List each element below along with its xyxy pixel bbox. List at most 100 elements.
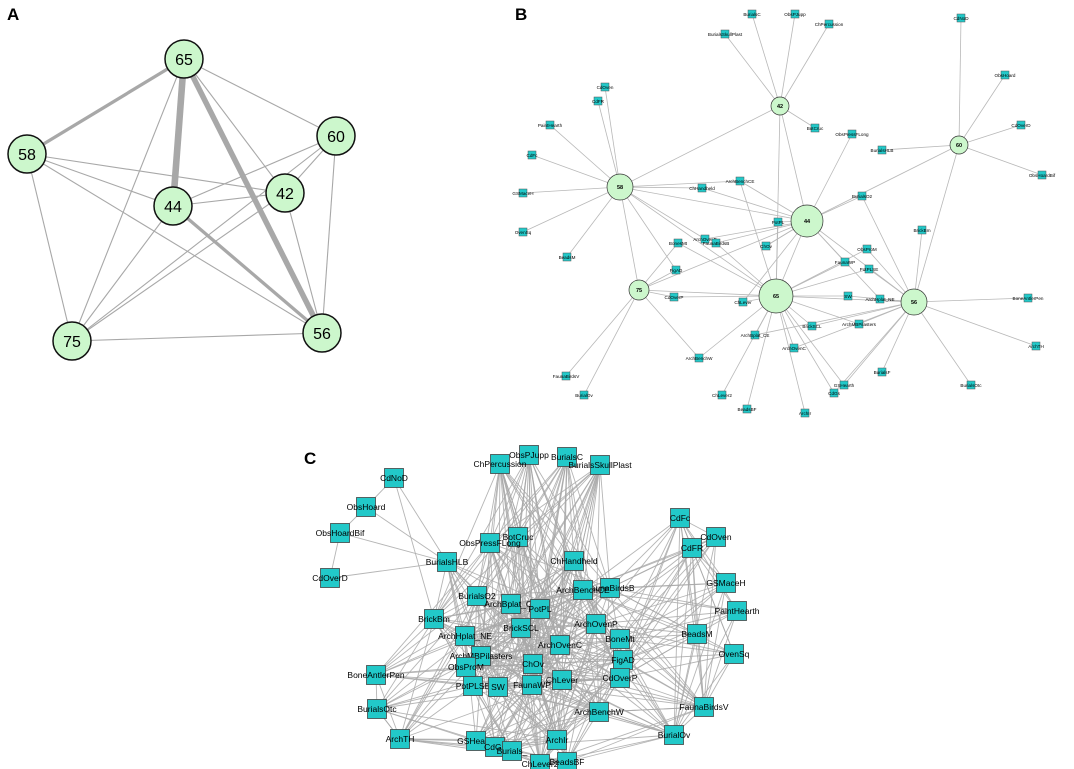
node-label: CdFR: [681, 543, 703, 553]
edge-faunabirdsb-faunabirdsv: [609, 587, 705, 708]
edge-burialov: [583, 289, 640, 396]
node-label: PotPLSE: [456, 681, 491, 691]
node-label: ArchBenchW: [686, 356, 713, 361]
edge-65-75: [638, 289, 777, 297]
node-label: ArchBplat_CE: [741, 333, 770, 338]
edge-cdfr: [597, 100, 621, 188]
edge-archth: [913, 301, 1037, 347]
community-node-42: 42: [265, 173, 305, 213]
variable-node-obshoardbif: ObsHoardBif: [1029, 170, 1056, 180]
node-label: ObsPJupp: [784, 12, 806, 17]
edge-potpl-cdgs: [494, 608, 541, 748]
node-label: ChLever: [546, 675, 578, 685]
node-label: ArchMBPilasters: [450, 651, 513, 661]
edge-burialsskullplast-botcruc: [517, 464, 601, 538]
edge-burialsskullplast-archbenchce: [582, 464, 601, 591]
edge-60-75: [71, 135, 337, 342]
variable-node-faunabirdsv: FaunaBirdsV: [553, 371, 580, 381]
variable-node-burialshlb: BurialsHLB: [426, 552, 469, 572]
variable-node-potpl: PotPL: [528, 599, 552, 619]
node-label: ChOv: [760, 244, 772, 249]
panel-a-edges: [26, 57, 337, 342]
node-label: FaunaWP: [835, 260, 855, 265]
node-label: 44: [164, 199, 182, 216]
edge-chlever2: [721, 295, 777, 396]
node-label: CdOverD: [312, 573, 347, 583]
edge-obshoardbif-burialshlb: [339, 532, 448, 563]
edge-extra-chlever: [742, 220, 808, 303]
edge-bonemt-burials-: [511, 638, 621, 752]
community-node-58: 58: [606, 173, 634, 201]
edge-cdnod: [958, 17, 962, 146]
edge-gsmaceh-bonemt: [619, 582, 727, 640]
edge-cdoven: [604, 86, 621, 188]
variable-node-burialshlb: BurialsHLB: [871, 145, 893, 155]
variable-node-cdoven: CdOven: [700, 527, 732, 547]
variable-node-archbplat-ce: ArchBplat_CE: [484, 594, 538, 614]
node-label: ArchBenchW: [574, 707, 624, 717]
edge-obshoard: [958, 74, 1006, 146]
edge-archir: [775, 295, 806, 414]
edge-burialsotc: [913, 301, 972, 386]
community-node-56: 56: [900, 288, 928, 316]
variable-node-beadsbf: BeadsBF: [738, 404, 757, 414]
edge-cdfc-archbenchce: [582, 517, 681, 591]
edge-ovensq-cdfr: [691, 547, 735, 655]
edge-chhandheld-chov: [532, 560, 575, 665]
edge-extra-chhandheld: [701, 187, 808, 222]
node-label: ChLever2: [712, 393, 732, 398]
edge-obspressflong-beadsbf: [489, 542, 568, 763]
edge-extra-figad: [619, 186, 677, 271]
variable-node-chpercussion: ChPercussion: [815, 19, 844, 29]
node-label: 58: [18, 147, 36, 164]
variable-node-ovensq: OvenSq: [719, 644, 750, 664]
variable-node-archbenchw: ArchBenchW: [574, 702, 624, 722]
edge-burialshlb-archir: [446, 561, 558, 741]
node-label: CdFR: [592, 99, 605, 104]
edge-archbenchce-chov: [532, 589, 584, 665]
edge-burialsc-brickbm: [433, 456, 568, 620]
edge-ovensq: [522, 186, 621, 233]
variable-node-potplse: PotPLSE: [456, 676, 491, 696]
variable-node-archovenc: ArchOvenC: [782, 343, 807, 353]
variable-node-chov: ChOv: [522, 654, 545, 674]
edge-chhandheld-burials-: [511, 560, 575, 752]
edge-cdfr-archovenp: [595, 547, 693, 625]
variable-node-bonemt: BoneMt: [605, 629, 635, 649]
node-label: ObsProM: [448, 662, 484, 672]
variable-node-gsmaceh: GSMaceH: [706, 573, 746, 593]
community-node-44: 44: [153, 186, 193, 226]
node-label: SW: [844, 294, 852, 299]
edge-chlever-burialov: [561, 679, 675, 736]
variable-node-archir: ArchIr: [546, 730, 569, 750]
node-label: FigAD: [670, 268, 683, 273]
node-label: BrickBm: [418, 614, 450, 624]
edge-burialshlb-obsprom: [446, 561, 467, 668]
edge-beadsm-burialov: [673, 633, 698, 736]
node-label: CdGs: [828, 391, 840, 396]
node-label: ArchMBPilasters: [842, 322, 877, 327]
community-node-42: 42: [770, 96, 790, 116]
node-label: ChPercussion: [815, 22, 844, 27]
edge-obspressflong-boneantlerpen: [375, 542, 491, 676]
edge-obspressflong-potpl: [489, 542, 541, 610]
node-label: GSHearth: [457, 736, 495, 746]
node-label: PotPLSE: [860, 267, 879, 272]
edge-burialso2-boneantlerpen: [375, 595, 478, 676]
variable-node-figad: FigAD: [670, 265, 683, 275]
variable-node-potplse: PotPLSE: [860, 264, 879, 274]
edge-faunawp-cdoverp: [531, 677, 621, 686]
edge-faunawp-archbenchw: [531, 684, 600, 713]
node-label: 65: [773, 294, 779, 300]
node-label: ChHandheld: [550, 556, 598, 566]
edge-beadsm-cdfc: [679, 517, 698, 635]
edge-65-56: [181, 57, 325, 335]
variable-node-botcruc: BotCruc: [503, 527, 534, 547]
edge-obspjupp-archmbpilasters: [480, 454, 530, 657]
edge-42-56: [284, 192, 323, 334]
variable-node-burialsf: BurialsF: [874, 367, 891, 377]
edge-faunawp-cdgs: [494, 684, 533, 748]
